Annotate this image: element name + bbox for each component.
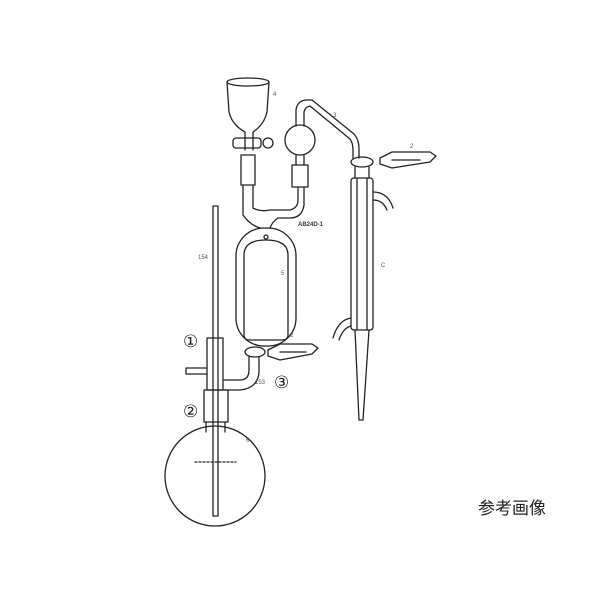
round-flask bbox=[164, 421, 266, 527]
extractor bbox=[235, 186, 305, 358]
distillation-adapter bbox=[284, 99, 360, 188]
clamp-top bbox=[379, 151, 437, 169]
label-clamp-bottom: 2 bbox=[290, 333, 294, 339]
dropping-funnel bbox=[226, 77, 274, 199]
label-extractor: 5 bbox=[281, 271, 285, 277]
label-clamp-top: 2 bbox=[410, 144, 414, 150]
label-connector: 153 bbox=[255, 380, 266, 386]
callout-3: ③ bbox=[274, 373, 289, 393]
clamp-bottom bbox=[267, 343, 319, 361]
callout-1: ① bbox=[183, 332, 198, 352]
reference-image-caption: 参考画像 bbox=[478, 499, 546, 519]
label-model: AB24D-1 bbox=[298, 222, 324, 228]
label-condenser: C bbox=[381, 263, 386, 269]
callout-2: ② bbox=[183, 402, 198, 422]
rod bbox=[212, 205, 219, 517]
label-rod: 154 bbox=[198, 255, 209, 261]
label-adapter: 3 bbox=[333, 113, 337, 119]
condenser bbox=[332, 156, 394, 421]
label-funnel: 4 bbox=[273, 92, 277, 98]
connector-153 bbox=[185, 337, 260, 423]
label-flask: 6 bbox=[246, 438, 250, 444]
